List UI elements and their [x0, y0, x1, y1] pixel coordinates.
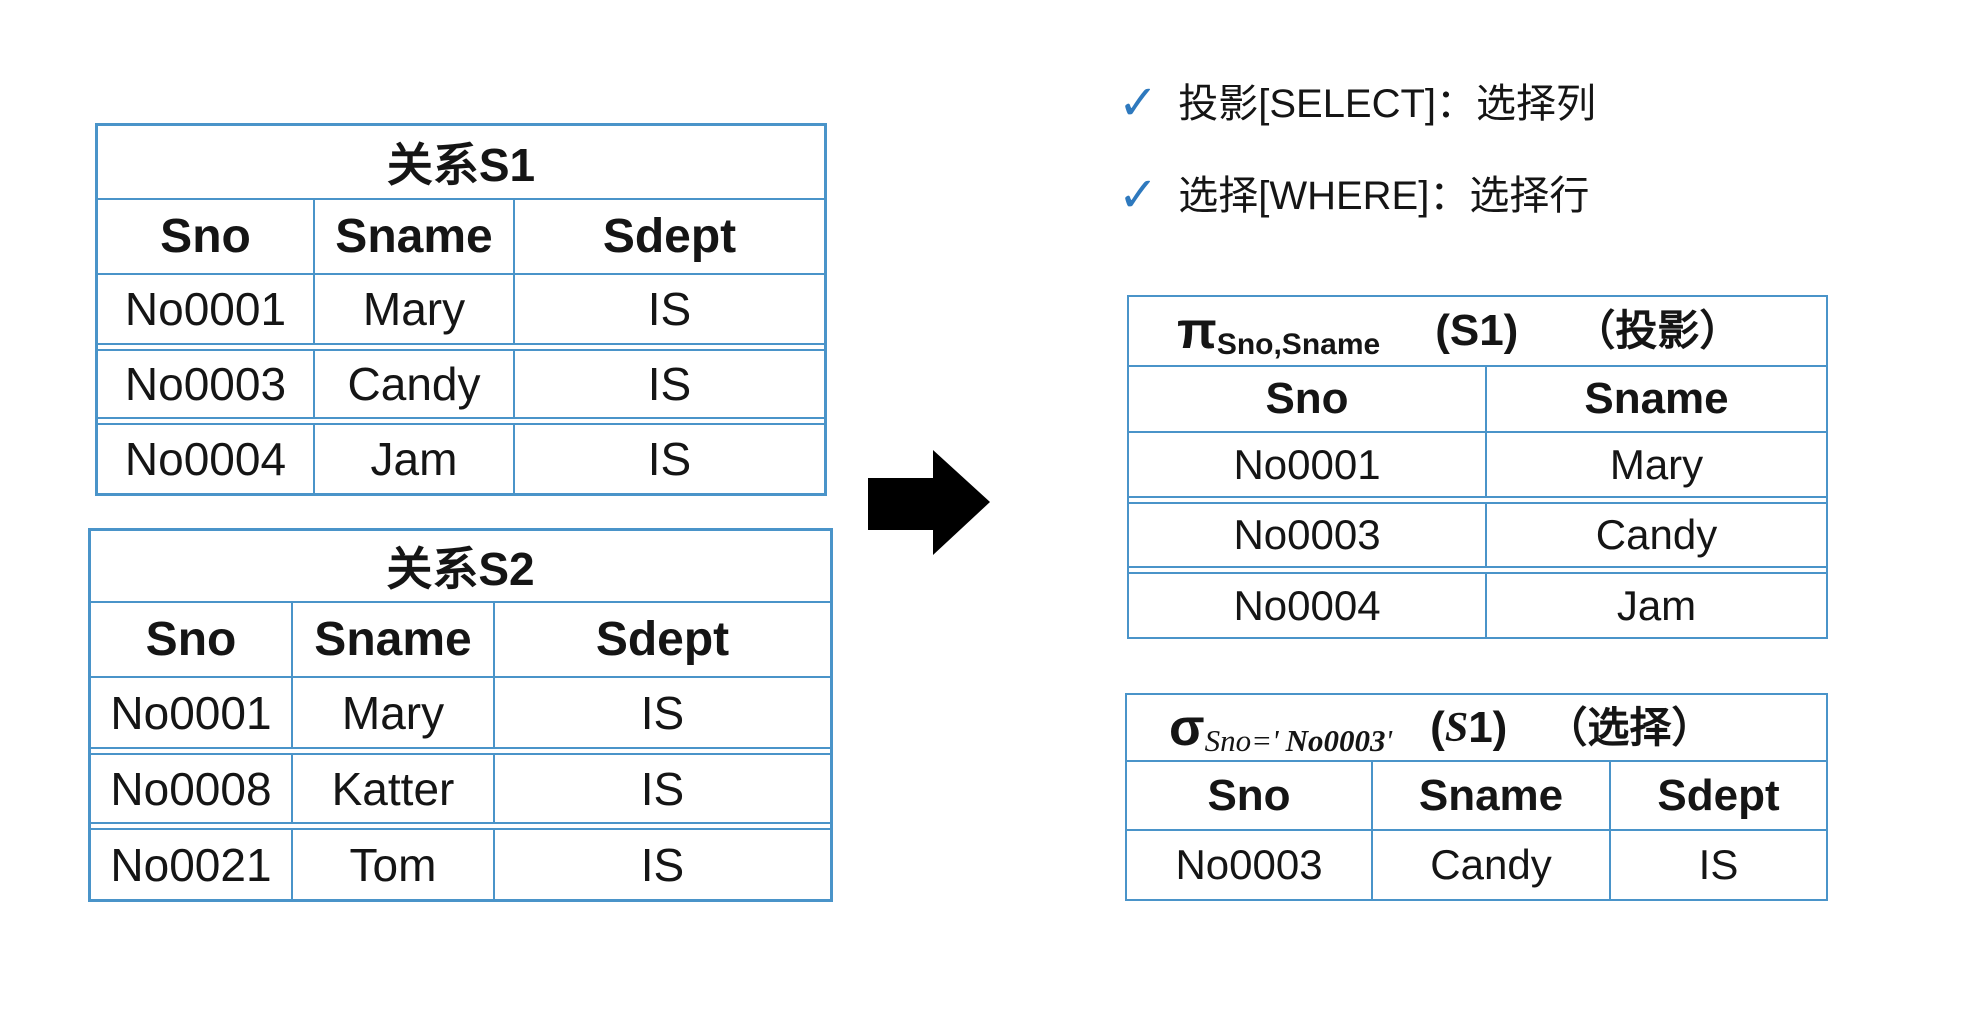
data-cell: Mary: [313, 275, 513, 343]
data-cell: No0003: [1233, 511, 1381, 558]
projection-formula-row: π Sno,Sname (S1) （投影）: [1129, 297, 1826, 367]
table-s1-title-row: 关系S1: [98, 126, 824, 200]
table-row: No0001 Mary IS: [91, 678, 830, 749]
table-title: 关系S2: [386, 543, 535, 595]
data-cell: No0001: [1233, 440, 1381, 488]
sigma-arg-close: 1): [1468, 702, 1508, 752]
header-cell: Sno: [1207, 770, 1291, 820]
checkmark-icon: ✓: [1118, 77, 1159, 130]
data-cell: Jam: [313, 425, 513, 493]
table-title: 关系S1: [386, 139, 536, 191]
data-cell: No0001: [110, 686, 272, 739]
data-cell: No0003: [124, 358, 287, 410]
data-cell: Katter: [291, 755, 493, 822]
checkmark-icon: ✓: [1118, 169, 1159, 222]
header-cell: Sdept: [1609, 762, 1826, 829]
table-s1-header-row: Sno Sname Sdept: [98, 200, 824, 275]
selection-header-row: Sno Sname Sdept: [1127, 762, 1826, 831]
table-row: No0003 Candy IS: [1127, 831, 1826, 899]
sigma-arg-open: (: [1430, 702, 1445, 752]
sigma-symbol: σ: [1169, 698, 1205, 757]
table-row: No0001 Mary IS: [98, 275, 824, 345]
selection-formula-row: σ Sno=' No0003 ' ( S 1) （选择）: [1127, 695, 1826, 762]
data-cell: No0003: [1175, 841, 1323, 888]
data-cell: No0021: [110, 838, 272, 891]
sigma-subscript-value: No0003: [1285, 723, 1386, 758]
data-cell: IS: [513, 351, 824, 417]
table-row: No0008 Katter IS: [91, 753, 830, 824]
header-cell: Sname: [1371, 762, 1609, 829]
table-row: No0004 Jam: [1129, 572, 1826, 637]
pi-subscript: Sno,Sname: [1216, 328, 1381, 361]
table-row: No0021 Tom IS: [91, 828, 830, 899]
data-cell: No0004: [1233, 581, 1381, 629]
bullet-text: 选择[WHERE]：选择行: [1178, 174, 1590, 218]
header-cell: Sno: [145, 613, 237, 666]
data-cell: IS: [1609, 831, 1826, 899]
table-row: No0001 Mary: [1129, 433, 1826, 498]
sigma-arg-relation: S: [1444, 704, 1469, 751]
table-s1: 关系S1 Sno Sname Sdept No0001 Mary IS No00…: [95, 123, 827, 496]
table-selection-result: σ Sno=' No0003 ' ( S 1) （选择） Sno Sname S…: [1125, 693, 1828, 901]
data-cell: No0008: [110, 762, 272, 815]
header-cell: Sdept: [513, 200, 824, 273]
data-cell: No0001: [124, 283, 287, 335]
table-s2-title-row: 关系S2: [91, 531, 830, 603]
header-cell: Sname: [291, 603, 493, 676]
data-cell: Candy: [1371, 831, 1609, 899]
data-cell: IS: [513, 425, 824, 493]
data-cell: IS: [513, 275, 824, 343]
table-row: No0003 Candy IS: [98, 349, 824, 419]
pi-symbol: π: [1177, 302, 1217, 360]
pi-argument: (S1): [1435, 306, 1519, 355]
table-s2: 关系S2 Sno Sname Sdept No0001 Mary IS No00…: [88, 528, 833, 902]
table-row: No0003 Candy: [1129, 502, 1826, 568]
data-cell: Candy: [313, 351, 513, 417]
data-cell: IS: [493, 830, 830, 899]
data-cell: Jam: [1485, 574, 1826, 637]
data-cell: Candy: [1485, 504, 1826, 566]
data-cell: Mary: [1485, 433, 1826, 496]
right-arrow-icon: [868, 450, 990, 556]
sigma-note: （选择）: [1545, 703, 1714, 751]
table-projection-result: π Sno,Sname (S1) （投影） Sno Sname No0001 M…: [1127, 295, 1828, 639]
header-cell: Sno: [160, 210, 251, 263]
header-cell: Sdept: [493, 603, 830, 676]
data-cell: IS: [493, 755, 830, 822]
sigma-subscript-suffix: ': [1385, 723, 1393, 758]
header-cell: Sname: [1485, 367, 1826, 431]
data-cell: No0004: [124, 433, 287, 485]
projection-header-row: Sno Sname: [1129, 367, 1826, 433]
data-cell: IS: [493, 678, 830, 747]
header-cell: Sname: [313, 200, 513, 273]
header-cell: Sno: [1265, 374, 1349, 423]
bullet-projection: ✓ 投影[SELECT]：选择列: [1118, 80, 1596, 128]
sigma-subscript-prefix: Sno=': [1204, 723, 1279, 758]
data-cell: Mary: [291, 678, 493, 747]
bullet-selection: ✓ 选择[WHERE]：选择行: [1118, 172, 1589, 220]
pi-note: （投影）: [1573, 307, 1742, 354]
table-row: No0004 Jam IS: [98, 423, 824, 493]
data-cell: Tom: [291, 830, 493, 899]
table-s2-header-row: Sno Sname Sdept: [91, 603, 830, 678]
bullet-text: 投影[SELECT]：选择列: [1178, 82, 1597, 126]
